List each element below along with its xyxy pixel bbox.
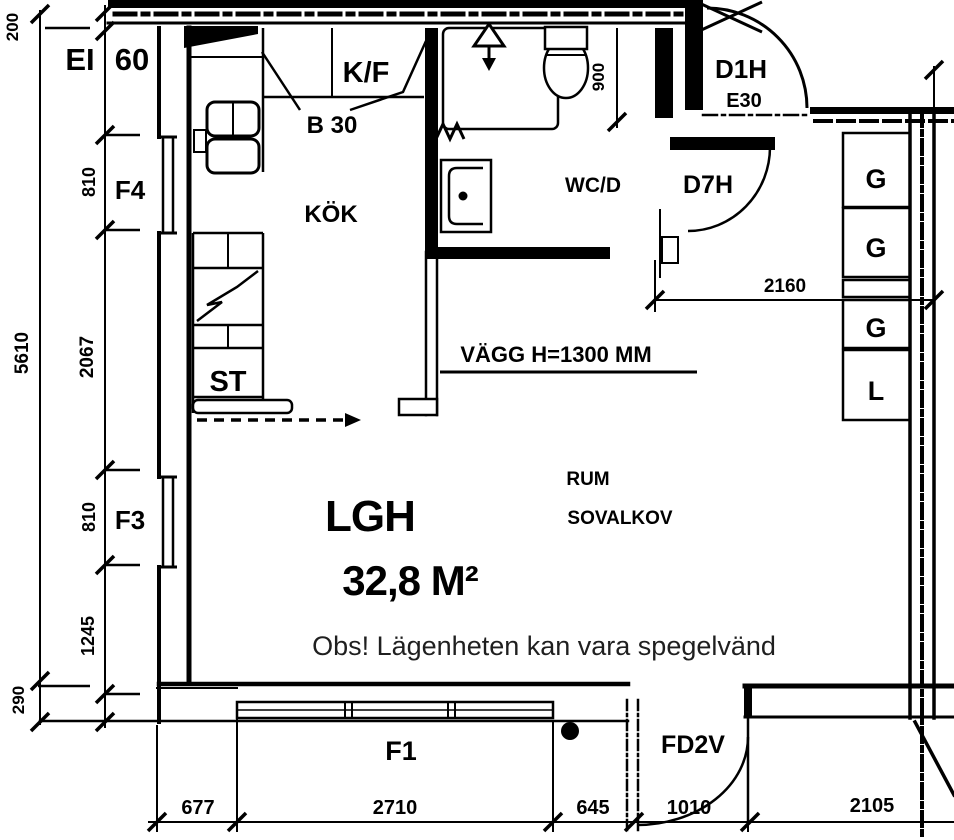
dim-2105: 2105 [850,795,895,817]
stove-bottom [205,137,261,175]
door-label-d7h: D7H [683,171,733,199]
closet-column [191,231,361,427]
window-label-f3: F3 [115,505,145,535]
dim-290: 290 [9,686,28,714]
wall-cabinet-symbol [184,26,258,48]
walls [38,0,954,840]
wc-fixtures [434,21,590,234]
door-label-e30: E30 [726,90,762,112]
door-label-fd2v: FD2V [661,731,725,759]
shelf [191,398,294,415]
window-label-f1: F1 [385,736,417,766]
apartment-label: LGH [325,492,415,541]
drain-symbol [434,120,466,143]
door-label-d1h: D1H [715,54,767,84]
room-label-kok: KÖK [304,201,358,228]
dim-2067: 2067 [77,336,98,378]
dim-810-f4: 810 [79,167,99,197]
toilet-tank [543,25,589,51]
wardrobe-label-l: L [868,376,885,406]
wardrobes [841,131,912,422]
doors [636,0,809,827]
fire-rating-b30: B 30 [307,112,358,139]
dim-645: 645 [576,797,609,819]
dim-5610: 5610 [12,332,33,374]
wardrobe-label-g2: G [865,233,886,263]
dim-200: 200 [3,13,22,41]
dim-900: 900 [589,63,608,91]
closet-label-st: ST [209,366,246,398]
wardrobe-label-g1: G [865,164,886,194]
windows [158,135,555,720]
flash-symbol [196,270,259,322]
dim-1010: 1010 [667,797,712,819]
dim-810-f3: 810 [79,502,99,532]
room-label-sovalkov: SOVALKOV [567,508,673,529]
dim-2710: 2710 [373,797,418,819]
fire-rating-60: 60 [115,42,149,77]
window-label-f4: F4 [115,175,146,205]
washbasin [439,158,493,234]
fire-rating-ei: EI [65,42,94,77]
room-label-wcd: WC/D [565,174,621,197]
apartment-area: 32,8 M² [342,557,478,604]
mirror-note: Obs! Lägenheten kan vara spegelvänd [312,631,776,661]
dim-2160: 2160 [764,276,806,297]
wardrobe-label-g3: G [865,313,886,343]
low-wall-note: VÄGG H=1300 MM [460,342,651,367]
dim-677: 677 [181,797,214,819]
fridge-freezer-label: K/F [343,57,390,89]
room-label-rum: RUM [566,469,609,490]
kitchen-fixtures [184,26,428,175]
dim-1245: 1245 [78,616,98,656]
